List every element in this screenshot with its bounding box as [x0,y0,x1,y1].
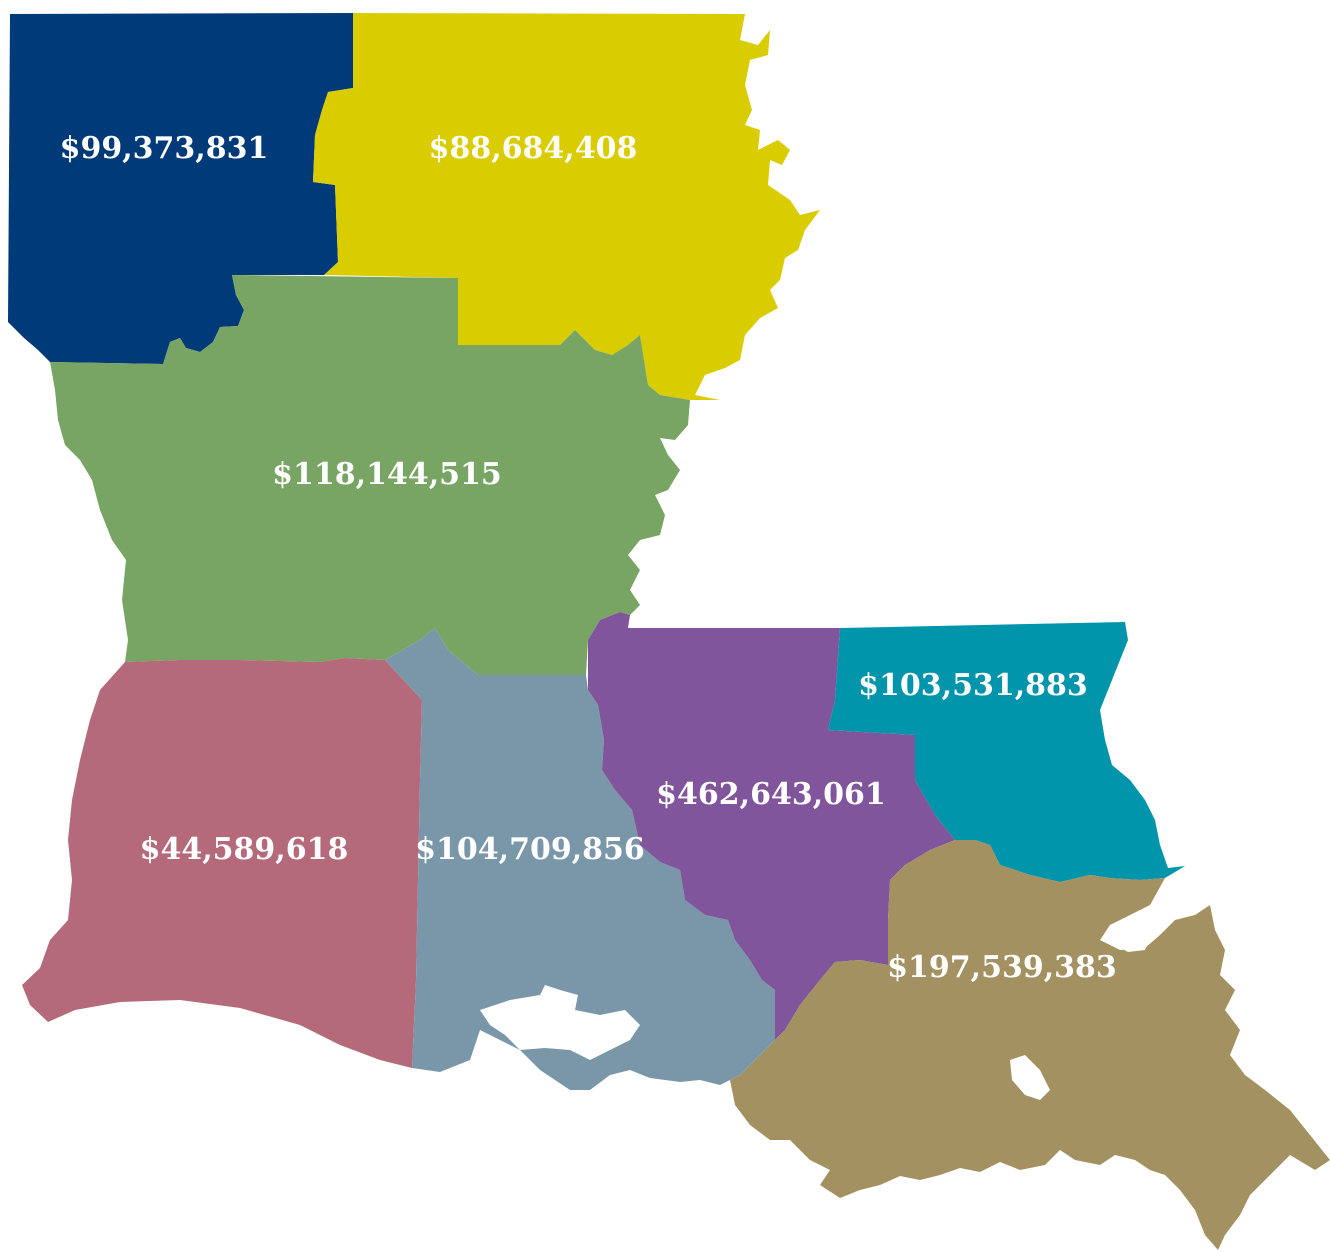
region-northshore-value: $103,531,883 [858,668,1088,703]
region-northshore-shape[interactable] [828,622,1185,882]
region-northwest-value: $99,373,831 [60,131,269,166]
region-acadiana-shape[interactable] [385,628,775,1090]
region-northeast-value: $88,684,408 [429,131,638,166]
region-northwest-shape[interactable] [8,13,353,364]
region-acadiana-value: $104,709,856 [415,832,645,867]
region-southwest-value: $44,589,618 [140,832,349,867]
region-capital-shape[interactable] [588,612,955,1040]
region-southeast-value: $197,539,383 [887,950,1117,985]
region-capital-value: $462,643,061 [656,777,886,812]
region-central-shape[interactable] [50,275,690,675]
region-southwest-shape[interactable] [22,658,422,1068]
lake-shape [1010,1055,1050,1100]
region-southeast-shape[interactable] [730,840,1330,1250]
lake-shape [1115,925,1150,952]
region-northeast-shape[interactable] [313,13,820,400]
region-central-value: $118,144,515 [272,457,502,492]
bay-shape [480,985,640,1060]
